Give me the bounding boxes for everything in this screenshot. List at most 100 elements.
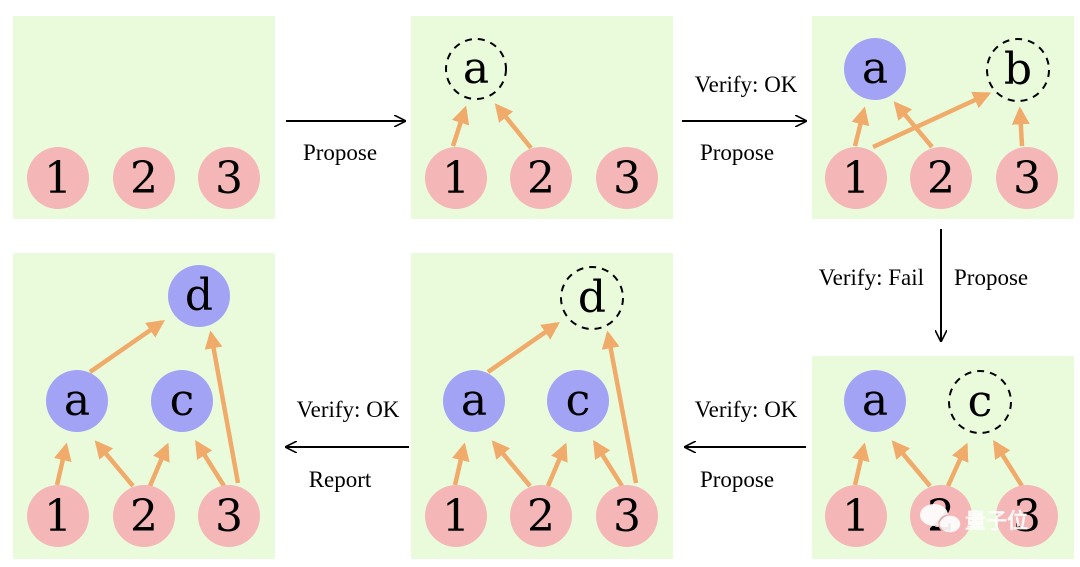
step-2-propose-label: Propose bbox=[700, 140, 774, 165]
node-label: 1 bbox=[842, 153, 870, 204]
step-4-verify-label: Verify: OK bbox=[695, 397, 798, 422]
node-label: 2 bbox=[527, 491, 555, 542]
panel-5-node-3: 3 bbox=[596, 485, 658, 547]
node-label: c bbox=[170, 375, 195, 426]
edge-1-a bbox=[451, 442, 470, 486]
edge-2-a bbox=[494, 103, 533, 150]
node-label: c bbox=[968, 376, 993, 427]
step-3-verify-label: Verify: Fail bbox=[819, 265, 924, 290]
node-label: 3 bbox=[1013, 491, 1041, 542]
panel-3-node-1: 1 bbox=[825, 147, 887, 209]
node-label: 1 bbox=[44, 153, 72, 204]
node-label: 3 bbox=[613, 491, 641, 542]
panel-1-node-2: 2 bbox=[113, 147, 175, 209]
panel-2-node-2: 2 bbox=[510, 147, 572, 209]
panel-6-node-d: d bbox=[168, 265, 230, 327]
panel-1-node-3: 3 bbox=[198, 147, 260, 209]
edge-1-a bbox=[851, 442, 870, 486]
node-label: d bbox=[185, 270, 213, 321]
node-label: 3 bbox=[215, 491, 243, 542]
panel-1-node-1: 1 bbox=[27, 147, 89, 209]
panel-1: 1 2 3 bbox=[13, 16, 275, 219]
edge-2-c bbox=[545, 442, 568, 487]
panel-5-node-1: 1 bbox=[425, 485, 487, 547]
step-4-propose-label: Propose bbox=[700, 467, 774, 492]
panel-5-node-2: 2 bbox=[510, 485, 572, 547]
edge-1-b bbox=[872, 91, 992, 150]
step-4-arrow: Verify: OK Propose bbox=[685, 397, 806, 492]
edge-3-d bbox=[204, 330, 241, 484]
panel-5-node-c: c bbox=[547, 370, 609, 432]
panel-6-node-a: a bbox=[46, 370, 108, 432]
step-1-label: Propose bbox=[303, 140, 377, 165]
node-label: 3 bbox=[1013, 153, 1041, 204]
panel-6-node-1: 1 bbox=[27, 485, 89, 547]
node-label: d bbox=[578, 272, 606, 323]
panel-5-node-d-proposed: d bbox=[560, 266, 624, 330]
edge-3-b bbox=[1011, 106, 1030, 147]
node-label: a bbox=[862, 43, 888, 94]
panel-2-node-1: 1 bbox=[425, 147, 487, 209]
panel-6-node-3: 3 bbox=[198, 485, 260, 547]
panel-3-node-a: a bbox=[844, 38, 906, 100]
step-2-verify-label: Verify: OK bbox=[695, 72, 798, 97]
panel-2: a 1 2 3 bbox=[411, 16, 673, 219]
step-5-verify-label: Verify: OK bbox=[297, 397, 400, 422]
edge-2-a bbox=[94, 440, 135, 488]
edge-1-a bbox=[851, 106, 870, 147]
panel-3: a b 1 2 3 bbox=[812, 16, 1074, 219]
edge-3-c bbox=[195, 439, 226, 488]
node-label: a bbox=[64, 375, 90, 426]
panel-6: d a c 1 2 3 bbox=[13, 253, 275, 559]
node-label: a bbox=[463, 43, 489, 94]
chat-bubble-small-icon bbox=[938, 514, 962, 534]
panel-2-node-a-proposed: a bbox=[445, 38, 507, 100]
edge-3-c bbox=[993, 439, 1024, 488]
watermark-text: 量子位 bbox=[965, 509, 1028, 533]
node-label: 1 bbox=[442, 491, 470, 542]
edge-2-c bbox=[147, 442, 170, 487]
edge-a-d bbox=[88, 319, 165, 374]
panel-4-node-3: 3 bbox=[996, 485, 1058, 547]
edge-2-a bbox=[491, 440, 532, 488]
edge-2-c bbox=[945, 442, 969, 487]
node-label: 3 bbox=[215, 153, 243, 204]
edge-2-a bbox=[893, 101, 934, 149]
edge-a-d bbox=[486, 321, 560, 374]
step-3-arrow: Verify: Fail Propose bbox=[819, 229, 1028, 341]
step-5-arrow: Verify: OK Report bbox=[286, 397, 409, 492]
step-2-arrow: Verify: OK Propose bbox=[682, 72, 806, 165]
panel-3-node-b-proposed: b bbox=[986, 38, 1050, 102]
panel-3-node-2: 2 bbox=[910, 147, 972, 209]
panel-5-node-a: a bbox=[443, 370, 505, 432]
panel-4-node-c-proposed: c bbox=[948, 370, 1012, 434]
node-label: 1 bbox=[442, 153, 470, 204]
step-1-arrow: Propose bbox=[286, 121, 405, 165]
edge-3-c bbox=[593, 439, 624, 488]
node-label: 2 bbox=[130, 491, 158, 542]
watermark: 量子位 bbox=[920, 504, 1028, 534]
node-label: 1 bbox=[842, 491, 870, 542]
panel-4-node-a: a bbox=[844, 370, 906, 432]
node-label: b bbox=[1004, 44, 1032, 95]
panel-6-node-c: c bbox=[151, 370, 213, 432]
node-label: a bbox=[461, 375, 487, 426]
step-5-report-label: Report bbox=[309, 467, 372, 492]
edge-1-a bbox=[450, 105, 470, 147]
panel-4: a c 1 2 3 量子位 bbox=[812, 356, 1074, 559]
panel-5: d a c 1 2 3 bbox=[411, 253, 673, 559]
edge-3-d bbox=[601, 330, 639, 484]
node-label: 2 bbox=[130, 153, 158, 204]
step-3-propose-label: Propose bbox=[954, 265, 1028, 290]
node-label: 2 bbox=[927, 153, 955, 204]
edge-1-a bbox=[53, 442, 72, 486]
node-label: 2 bbox=[527, 153, 555, 204]
panel-6-node-2: 2 bbox=[113, 485, 175, 547]
node-label: 3 bbox=[613, 153, 641, 204]
edge-2-a bbox=[891, 440, 932, 488]
panel-4-node-1: 1 bbox=[825, 485, 887, 547]
node-label: a bbox=[862, 375, 888, 426]
node-label: c bbox=[566, 375, 591, 426]
panel-2-node-3: 3 bbox=[596, 147, 658, 209]
